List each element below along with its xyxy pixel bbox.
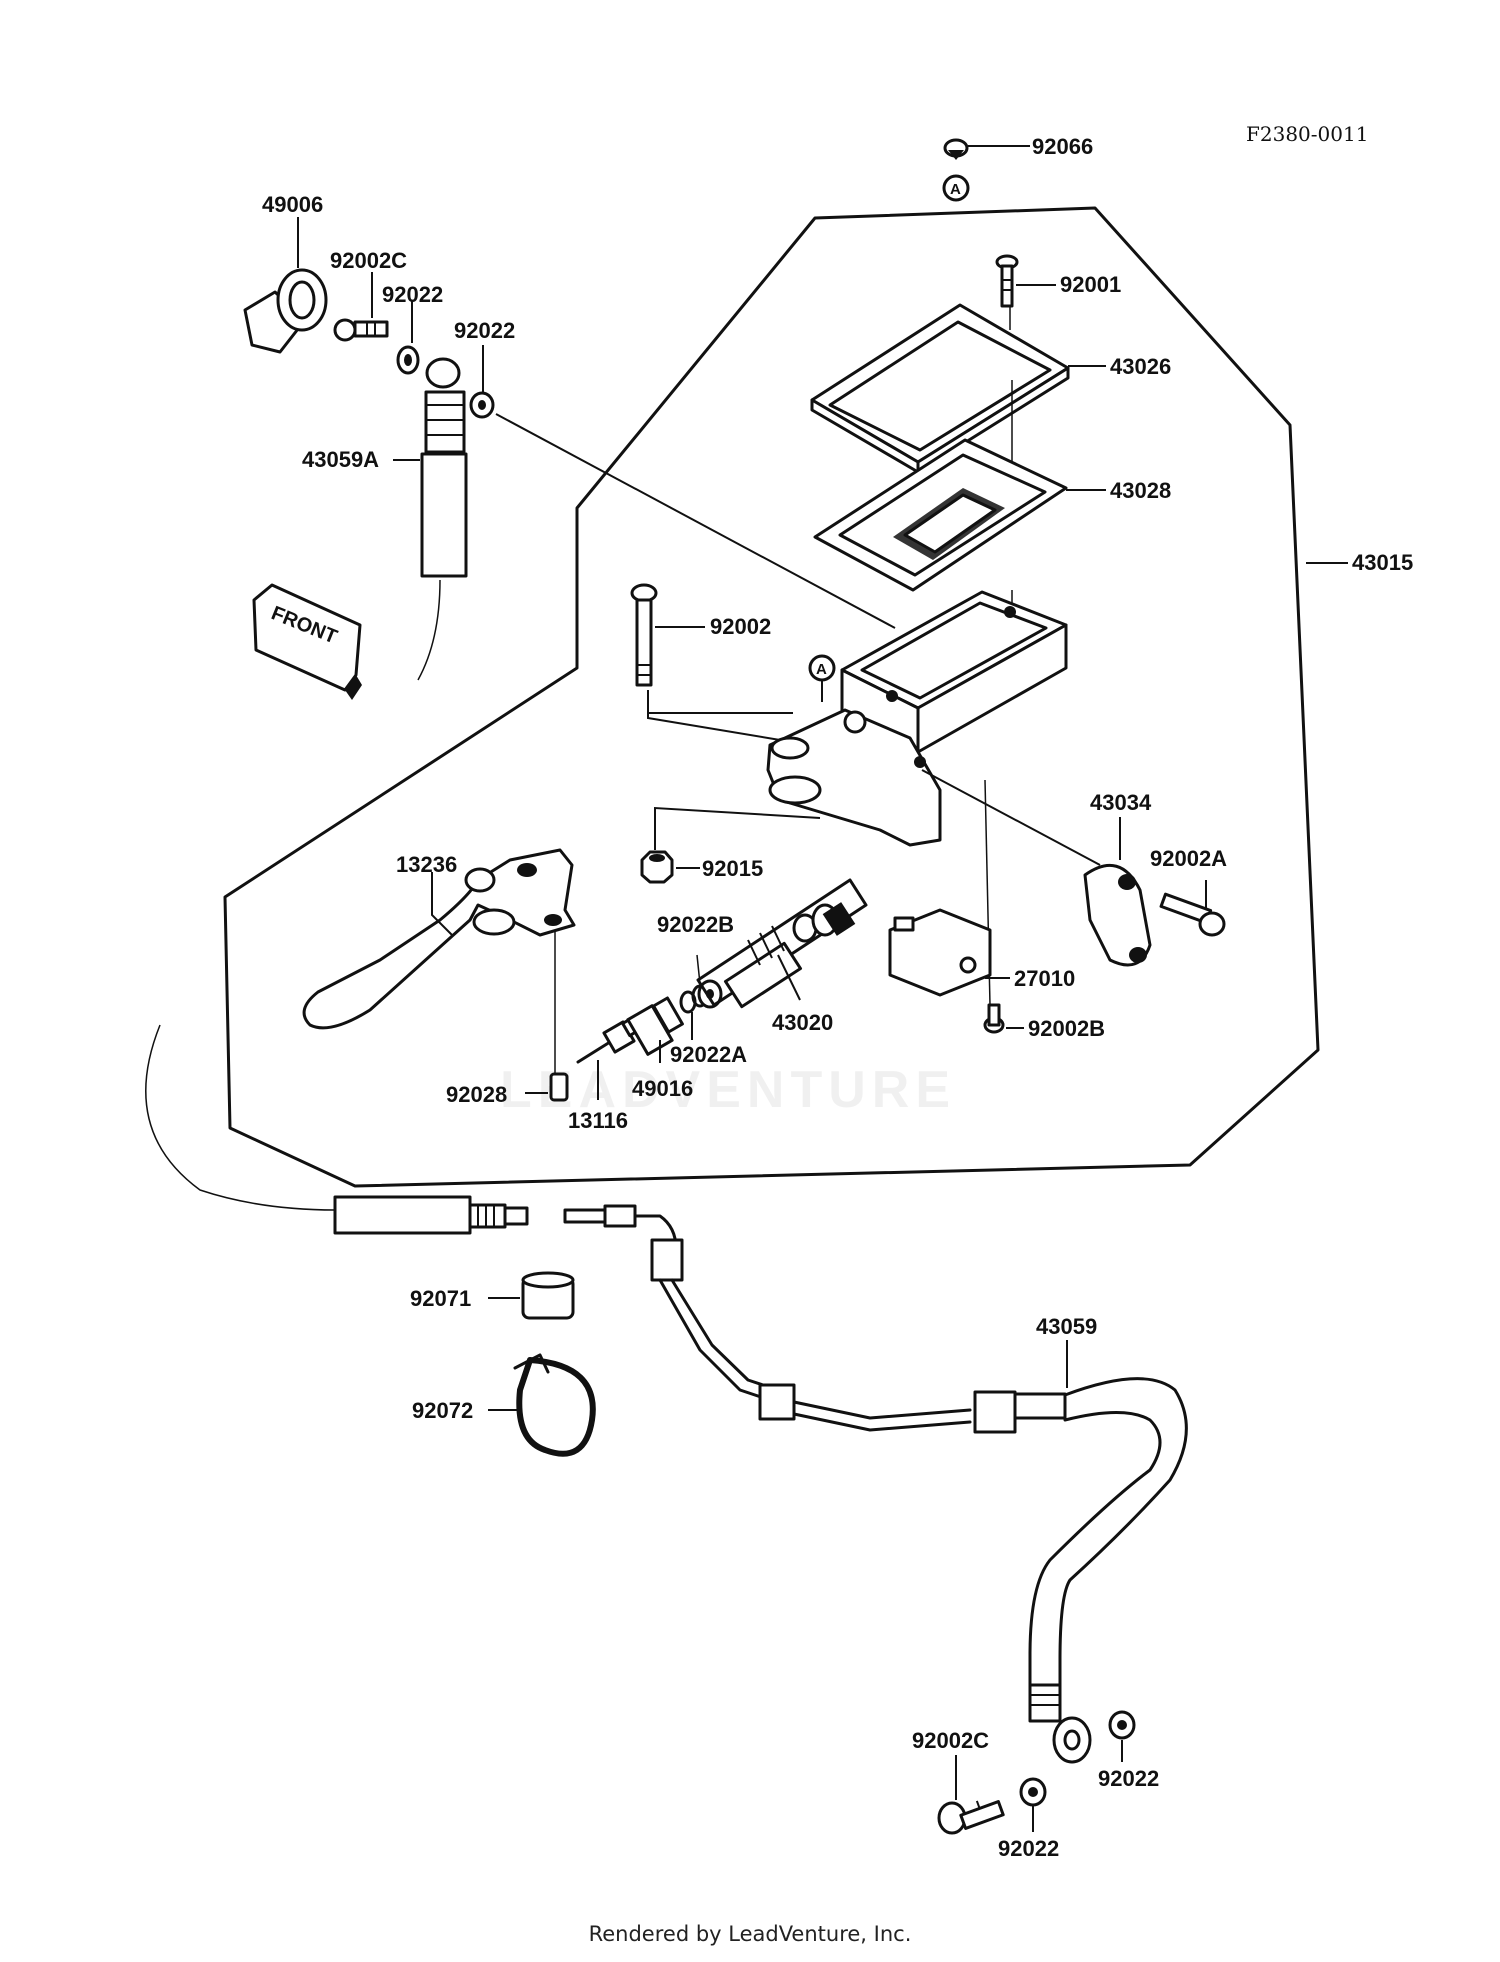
hose-fitting-lower	[333, 1195, 529, 1235]
label-43026: 43026	[1110, 354, 1171, 379]
dust-seal-49016	[626, 996, 684, 1063]
front-arrow	[252, 583, 362, 700]
label-92071: 92071	[410, 1286, 471, 1311]
label-92002a: 92002A	[1150, 846, 1227, 871]
banjo-fitting-49006	[243, 217, 328, 354]
bolt-92066	[942, 138, 1030, 202]
watermark: LEADVENTURE	[500, 1061, 957, 1119]
clamp-92072	[488, 1353, 596, 1457]
screw-92001	[995, 254, 1056, 330]
hose-connector-line	[145, 1024, 336, 1211]
label-92002c-top: 92002C	[330, 248, 407, 273]
switch-27010	[888, 908, 1010, 997]
pin-92028	[525, 1072, 569, 1102]
hose-43059	[563, 1204, 1188, 1764]
washer-92022-bottom2	[1108, 1710, 1136, 1762]
label-92028: 92028	[446, 1082, 507, 1107]
banjo-bolt-92002c-top	[333, 272, 389, 342]
screw-92002b	[983, 1003, 1024, 1034]
label-92022-top1: 92022	[382, 282, 443, 307]
spacer-92071	[488, 1271, 575, 1320]
label-92015: 92015	[702, 856, 763, 881]
label-49016: 49016	[632, 1076, 693, 1101]
label-43059a: 43059A	[302, 447, 379, 472]
label-92022-top2: 92022	[454, 318, 515, 343]
label-13236: 13236	[396, 852, 457, 877]
piston-kit-43020	[696, 878, 868, 1009]
label-92022a: 92022A	[670, 1042, 747, 1067]
clamp-43034	[1083, 817, 1152, 967]
label-92072: 92072	[412, 1398, 473, 1423]
label-43034: 43034	[1090, 790, 1152, 815]
label-92066: 92066	[1032, 134, 1093, 159]
banjo-bolt-92002c-bottom	[937, 1755, 1005, 1835]
label-92002: 92002	[710, 614, 771, 639]
bolt-92002	[630, 583, 781, 741]
ref-marker-a-top: A	[950, 181, 961, 198]
label-92022b: 92022B	[657, 912, 734, 937]
label-92022-bottom2: 92022	[1098, 1766, 1159, 1791]
lever-13236	[302, 848, 576, 1080]
label-13116: 13116	[568, 1108, 628, 1133]
label-43028: 43028	[1110, 478, 1171, 503]
footer-credit: Rendered by LeadVenture, Inc.	[588, 1922, 912, 1946]
bolt-92002a	[1159, 880, 1226, 937]
label-49006: 49006	[262, 192, 323, 217]
nut-92015	[640, 806, 821, 884]
diagram-id: F2380-0011	[1246, 122, 1369, 146]
label-27010: 27010	[1014, 966, 1075, 991]
label-92002b: 92002B	[1028, 1016, 1105, 1041]
master-cylinder-body	[648, 590, 1101, 1006]
label-43020: 43020	[772, 1010, 833, 1035]
hose-end-43059a	[393, 357, 468, 681]
washer-92022-top2	[469, 345, 896, 629]
label-92001: 92001	[1060, 272, 1121, 297]
washer-92022-bottom1	[1019, 1777, 1047, 1832]
label-92022-bottom1: 92022	[998, 1836, 1059, 1861]
label-43059: 43059	[1036, 1314, 1097, 1339]
label-43015: 43015	[1352, 550, 1413, 575]
washer-92022-top1	[396, 300, 420, 375]
ref-marker-a-body-label: A	[816, 661, 827, 678]
label-92002c-bottom: 92002C	[912, 1728, 989, 1753]
diaphragm-43028	[813, 438, 1106, 640]
assembly-boundary	[223, 206, 1320, 1188]
